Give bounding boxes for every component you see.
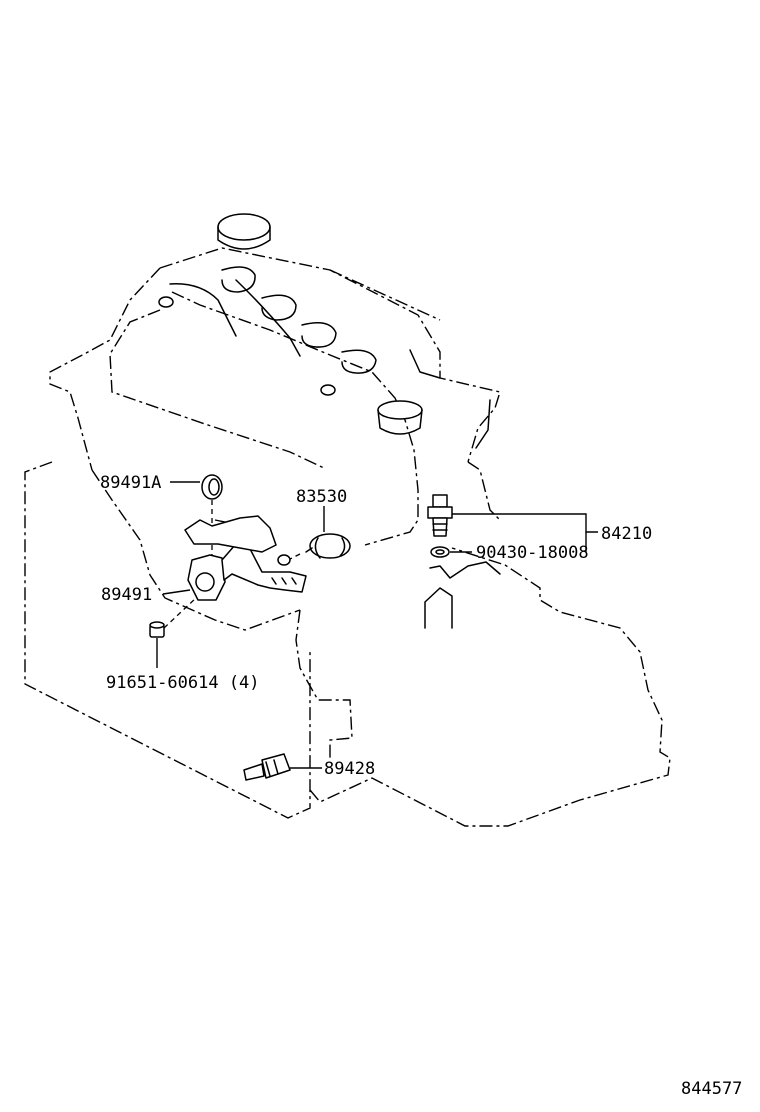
bolt-91651[interactable] <box>149 621 165 638</box>
illustration-number: 844577 <box>681 1079 742 1099</box>
crankshaft-sensor-89491[interactable] <box>184 515 307 601</box>
panel-outline <box>24 461 311 819</box>
bolt-guide <box>163 597 197 629</box>
label-83530: 83530 <box>296 487 347 507</box>
label-84210: 84210 <box>601 524 652 544</box>
label-89491a: 89491A <box>100 473 161 493</box>
label-89428: 89428 <box>324 759 375 779</box>
leader-lines <box>156 481 598 769</box>
engine-block <box>49 213 671 827</box>
gasket-90430[interactable] <box>430 546 450 558</box>
label-91651: 91651-60614 (4) <box>106 673 260 693</box>
label-89491: 89491 <box>101 585 152 605</box>
seal-ring-89491a[interactable] <box>201 474 223 500</box>
label-90430: 90430-18008 <box>476 543 589 563</box>
temperature-sensor-89428[interactable] <box>243 753 291 781</box>
oil-pressure-switch-83530[interactable] <box>305 533 351 559</box>
sensor-84210[interactable] <box>427 494 453 537</box>
